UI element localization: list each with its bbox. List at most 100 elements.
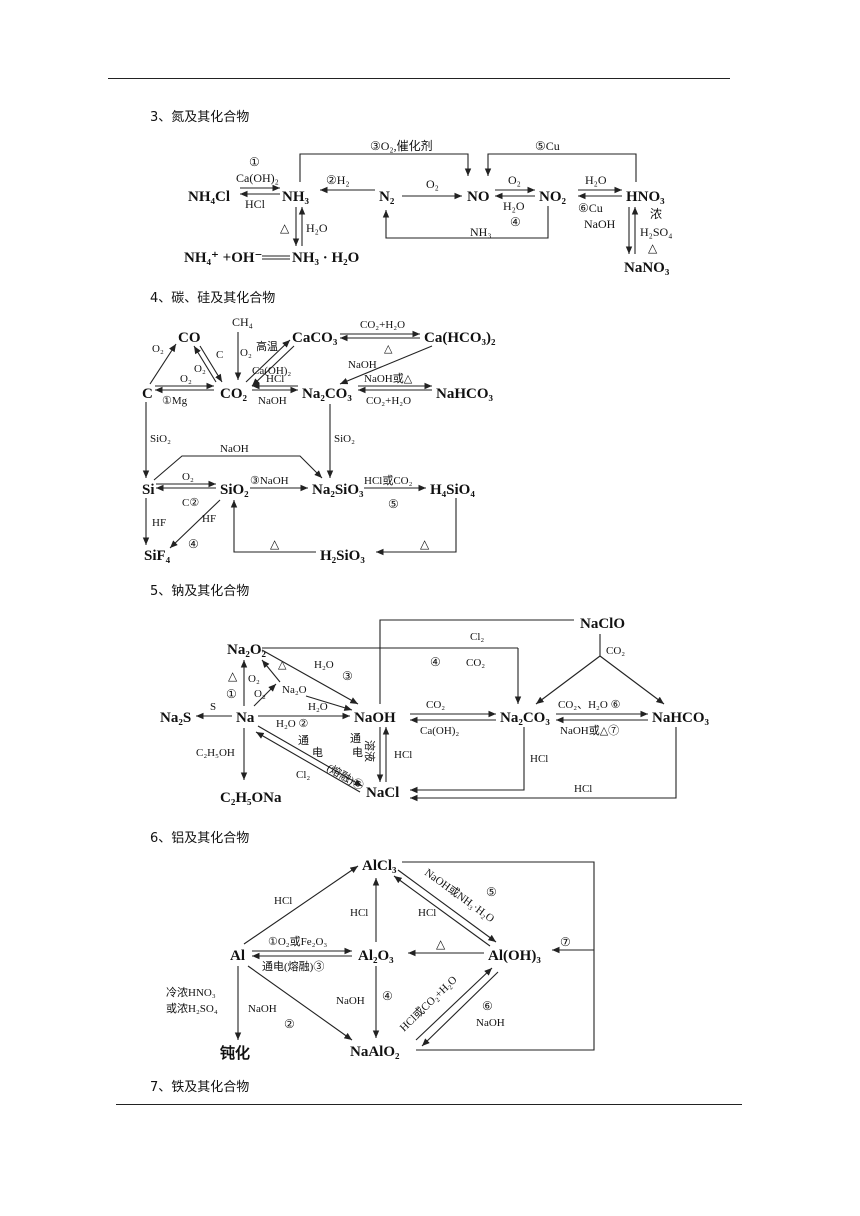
section-heading-carbon-silicon: 4、碳、硅及其化合物 (150, 291, 276, 306)
label-r2h2: ②H₂ (326, 173, 350, 187)
arrow-nacl-na (255, 731, 361, 793)
node-nh4cl: NH₄Cl (188, 189, 230, 205)
label-h2ob: H₂O (306, 221, 328, 235)
arrow-co2-caco3 (245, 339, 291, 383)
node-c2h5ona: C₂H₅ONa (220, 790, 282, 806)
label-c2: C② (182, 497, 199, 509)
arrow-na2o-naoh (305, 695, 353, 711)
node-sio2: SiO₂ (220, 482, 249, 498)
arrow-cahco3-na2co3 (339, 345, 433, 385)
label-sio2b: SiO₂ (334, 433, 355, 445)
node-nh3: NH₃ (282, 189, 310, 205)
label-h2o2: H₂O (314, 659, 334, 671)
label-naoh1: NaOH (248, 1003, 277, 1015)
label-dl: △ (384, 343, 393, 355)
label-h2o1: H₂O (308, 701, 328, 713)
node-co: CO (178, 330, 201, 346)
label-r4: ④ (382, 989, 393, 1003)
label-o2c: O₂ (240, 347, 252, 359)
label-h2o: H₂O (503, 199, 525, 213)
label-mg: ①Mg (162, 395, 188, 407)
label-r5: ⑤ (388, 497, 399, 511)
label-hcl2: HCl (530, 753, 548, 765)
node-caco3: CaCO₃ (292, 330, 338, 346)
label-r1: ① (249, 155, 260, 169)
label-cl2a: Cl₂ (470, 631, 484, 643)
label-co2a: CO₂ (466, 657, 485, 669)
node-h2sio3: H₂SiO₃ (320, 548, 365, 564)
label-h2o3: H₂O ② (276, 718, 308, 730)
arrow-alcl3-aloh3 (397, 869, 497, 943)
arrow-al-alcl3 (243, 865, 359, 945)
arrow-hno3-no (484, 153, 637, 182)
label-cold1: 冷浓HNO₃ (166, 986, 216, 999)
label-hcl: HCl (245, 197, 266, 211)
label-nh3b: NH₃ (470, 225, 492, 239)
top-rule (108, 78, 730, 79)
label-r6: ⑥Cu (578, 201, 603, 215)
label-caoh2: Ca(OH)₂ (236, 171, 279, 185)
carbon-silicon-diagram: CO CH₄ CaCO₃ Ca(HCO₃)₂ C CO₂ Na₂CO₃ NaHC… (142, 315, 496, 564)
arrow-h2sio3-sio2 (230, 500, 316, 553)
label-o2: O₂ (426, 177, 439, 191)
node-alcl3: AlCl₃ (362, 858, 397, 874)
label-dl: △ (436, 937, 446, 951)
node-h4sio4: H₄SiO₄ (430, 482, 475, 498)
arrow-h4sio4-h2sio3 (376, 498, 457, 556)
node-cahco3: Ca(HCO₃)₂ (424, 330, 496, 346)
label-dl3: △ (270, 537, 280, 551)
node-na2o: Na₂O (282, 684, 307, 696)
arrow-nh3-no (299, 153, 472, 182)
label-cl2b: Cl₂ (296, 769, 310, 781)
label-r6: ⑥ (482, 999, 493, 1013)
label-naohor: NaOH或△ (364, 372, 413, 385)
node-al2o3: Al₂O₃ (358, 948, 394, 964)
label-delta: △ (648, 241, 658, 255)
node-naclo: NaClO (580, 616, 625, 632)
node-nano3: NaNO₃ (624, 260, 670, 276)
label-cold2: 或浓H₂SO₄ (166, 1002, 218, 1015)
label-r1b: 通电(熔融)③ (262, 959, 324, 973)
label-dian2: 电 (352, 746, 363, 759)
section-heading-iron: 7、铁及其化合物 (150, 1080, 250, 1095)
node-si: Si (142, 482, 155, 498)
label-naoh2: NaOH (258, 395, 287, 407)
section-heading-nitrogen: 3、氮及其化合物 (150, 110, 250, 125)
label-co2h2o: CO₂+H₂O (360, 319, 405, 331)
label-naoh: NaOH (584, 217, 616, 231)
label-dl: △ (228, 669, 238, 683)
aluminum-diagram: AlCl₃ Al Al₂O₃ Al(OH)₃ NaAlO₂ 钝化 HCl HCl… (166, 858, 595, 1062)
label-r3: ③O₂,催化剂 (370, 138, 433, 153)
label-r4: ④ (430, 655, 441, 669)
section-heading-aluminum: 6、铝及其化合物 (150, 831, 250, 846)
node-nh3h2o: NH₃ · H₂O (292, 250, 359, 266)
node-na: Na (236, 710, 255, 726)
section-heading-sodium: 5、钠及其化合物 (150, 584, 250, 599)
node-aloh3: Al(OH)₃ (488, 948, 541, 964)
label-naoh3: NaOH (476, 1017, 505, 1029)
label-caoh2: Ca(OH)₂ (420, 725, 459, 737)
label-co2b: CO₂ (606, 645, 625, 657)
node-na2sio3: Na₂SiO₃ (312, 482, 364, 498)
label-s: S (210, 701, 216, 713)
arrow-na-nacl (257, 725, 363, 787)
label-hf2: HF (202, 513, 216, 525)
label-r1: ①O₂或Fe₂O₃ (268, 935, 327, 948)
node-sif4: SiF₄ (144, 548, 171, 564)
node-naoh: NaOH (354, 710, 396, 726)
arrow-aloh3-alcl3 (393, 875, 491, 947)
arrow-no2-n2 (382, 206, 549, 239)
arrow-naclo-nahco3 (599, 655, 665, 705)
label-hcl3: HCl (574, 783, 592, 795)
label-h2so4: H₂SO₄ (640, 225, 672, 239)
label-gaowen: 高温 (256, 339, 278, 353)
arrow-aloh3-naalo2 (421, 971, 499, 1047)
label-h2oa: H₂O (585, 173, 607, 187)
label-r3: ③NaOH (250, 475, 289, 487)
nitrogen-diagram: NH₄Cl NH₃ N₂ NO NO₂ HNO₃ NaNO₃ NH₄⁺ +OH⁻… (184, 138, 672, 276)
arrow-si-na2sio3 (153, 455, 323, 481)
label-caoh2: Ca(OH)₂ (252, 365, 291, 377)
label-sio2a: SiO₂ (150, 433, 171, 445)
label-naoh1: NaOH (348, 359, 377, 371)
label-r1: ① (226, 687, 237, 701)
